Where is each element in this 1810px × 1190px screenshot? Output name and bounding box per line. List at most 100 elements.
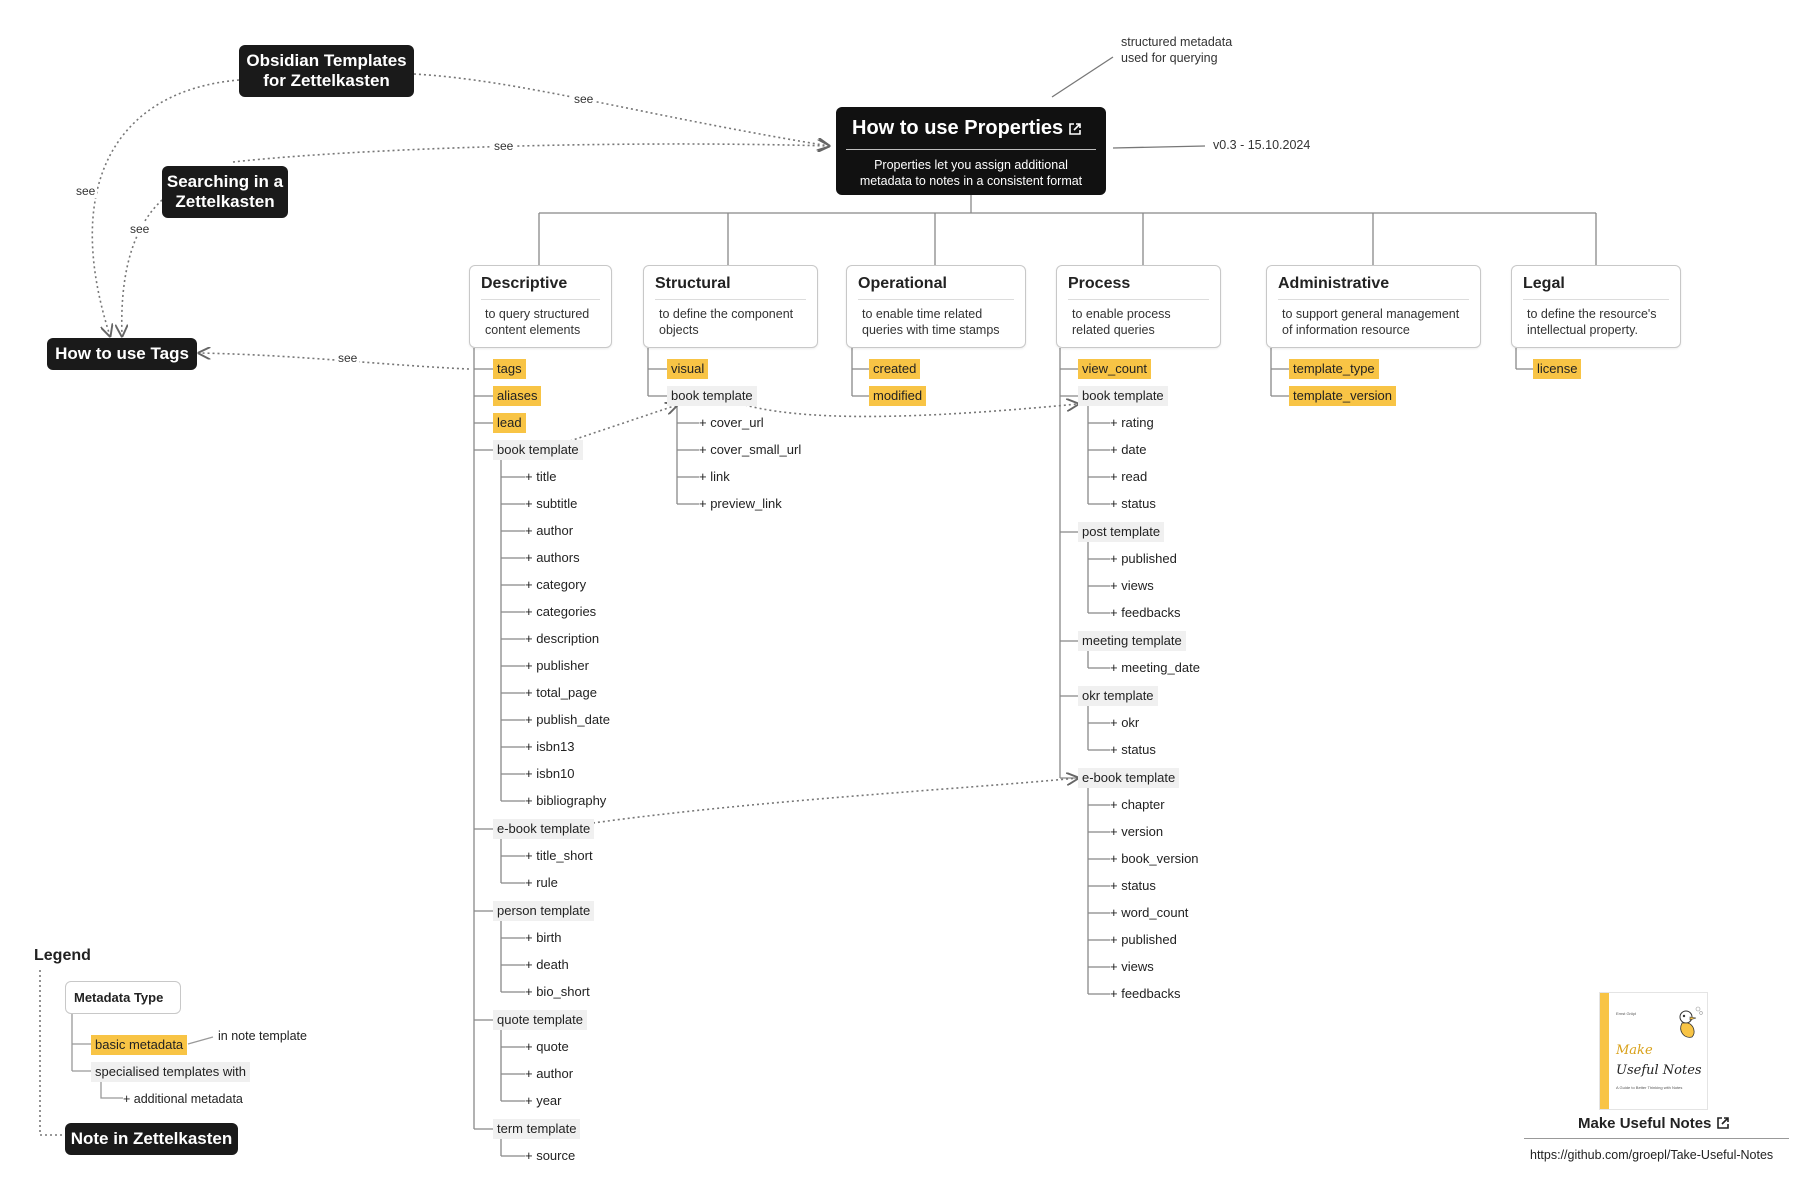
see-link [91,79,240,336]
field-item: + categories [525,604,597,619]
book-title-line2: Useful Notes [1616,1063,1702,1078]
legend-connector [71,1014,214,1099]
metadata-tag[interactable]: view_count [1078,359,1152,379]
template-node[interactable]: e-book template [493,819,595,839]
card-divider [655,299,806,300]
metadata-tag[interactable]: modified [869,386,927,406]
field-item: + quote [525,1039,569,1054]
see-label: see [572,92,596,106]
field-item: + rating [1110,415,1154,430]
card-divider [1278,299,1469,300]
field-item: + okr [1110,715,1140,730]
field-item: + isbn13 [525,739,575,754]
category-title: Legal [1523,275,1565,292]
category-card-operational[interactable]: Operational to enable time related queri… [846,265,1026,348]
field-item: + chapter [1110,797,1165,812]
book-author: Ernst Gröpl [1616,1011,1637,1016]
card-divider [858,299,1014,300]
field-item: + publisher [525,658,589,673]
legend-additional: + additional metadata [123,1092,243,1106]
field-item: + views [1110,959,1154,974]
category-description: to define the resource's intellectual pr… [1527,307,1657,337]
field-item: + read [1110,469,1148,484]
category-card-legal[interactable]: Legal to define the resource's intellect… [1511,265,1681,348]
book-spine [1600,993,1609,1109]
field-item: + authors [525,550,580,565]
footer-url[interactable]: https://github.com/groepl/Take-Useful-No… [1530,1148,1774,1162]
annotation-connector [1051,56,1114,98]
metadata-tag[interactable]: created [869,359,921,379]
category-title: Descriptive [481,275,568,292]
field-item: + year [525,1093,562,1108]
field-item: + cover_small_url [699,442,802,457]
version-label: v0.3 - 15.10.2024 [1213,138,1311,152]
field-item: + link [699,469,730,484]
category-description: to enable process related queries [1072,307,1171,337]
category-card-structural[interactable]: Structural to define the component objec… [643,265,818,348]
template-node[interactable]: book template [667,386,757,406]
field-item: + death [525,957,569,972]
central-node[interactable]: How to use Properties Properties let you… [836,107,1106,195]
see-link [122,199,163,336]
template-node[interactable]: meeting template [1078,631,1186,651]
template-node[interactable]: okr template [1078,686,1158,706]
book-title-line1: Make [1616,1043,1653,1058]
footer-link-title[interactable]: Make Useful Notes [1578,1115,1730,1132]
external-link-icon[interactable] [1069,123,1081,135]
category-description: to query structured content elements [485,307,590,337]
metadata-tag[interactable]: visual [667,359,709,379]
category-title: Structural [655,275,731,292]
field-item: + total_page [525,685,597,700]
metadata-tag[interactable]: license [1533,359,1582,379]
footer-divider [1524,1138,1789,1139]
template-node[interactable]: book template [493,440,583,460]
template-link [744,404,1078,418]
see-label: see [336,351,360,365]
external-link-icon[interactable] [1717,1117,1730,1129]
category-connector [538,195,1597,265]
template-node[interactable]: person template [493,901,595,921]
template-node[interactable]: post template [1078,522,1165,542]
category-title: Process [1068,275,1131,292]
metadata-tag[interactable]: template_version [1289,386,1396,406]
searching-node[interactable]: Searching in a Zettelkasten [162,166,288,218]
bird-icon [1679,1006,1703,1038]
field-item: + category [525,577,587,592]
category-description: to enable time related queries with time… [862,307,1000,337]
legend-basic-note: in note template [218,1029,307,1043]
category-card-administrative[interactable]: Administrative to support general manage… [1266,265,1481,348]
category-card-descriptive[interactable]: Descriptive to query structured content … [469,265,612,348]
see-link [232,144,829,163]
see-link [199,353,470,370]
central-title: How to use Properties [852,117,1064,139]
field-item: + rule [525,875,558,890]
metadata-tag[interactable]: template_type [1289,359,1379,379]
category-card-process[interactable]: Process to enable process related querie… [1056,265,1221,348]
template-node[interactable]: term template [493,1119,581,1139]
see-label: see [74,184,98,198]
field-item: + published [1110,932,1177,947]
field-item: + subtitle [525,496,578,511]
metadata-tag[interactable]: tags [493,359,526,379]
obsidian-templates-node[interactable]: Obsidian Templates for Zettelkasten [239,45,414,97]
field-item: + description [525,631,600,646]
central-divider [846,149,1096,150]
template-node[interactable]: e-book template [1078,768,1180,788]
card-divider [1068,299,1209,300]
legend-metadata-type: Metadata Type [65,981,181,1014]
metadata-tag[interactable]: aliases [493,386,542,406]
metadata-tag[interactable]: lead [493,413,526,433]
template-node[interactable]: quote template [493,1010,588,1030]
template-node[interactable]: book template [1078,386,1168,406]
field-item: + source [525,1148,576,1163]
field-item: + version [1110,824,1164,839]
category-title: Administrative [1278,275,1390,292]
book-cover-image[interactable]: Ernst Gröpl Make Useful Notes A Guide to… [1599,992,1708,1110]
category-description: to support general management of informa… [1282,307,1460,337]
tags-node[interactable]: How to use Tags [47,338,197,370]
metadata-annotation: structured metadata used for querying [1121,35,1233,65]
field-item: + isbn10 [525,766,575,781]
field-item: + views [1110,578,1154,593]
version-connector [1112,145,1206,149]
